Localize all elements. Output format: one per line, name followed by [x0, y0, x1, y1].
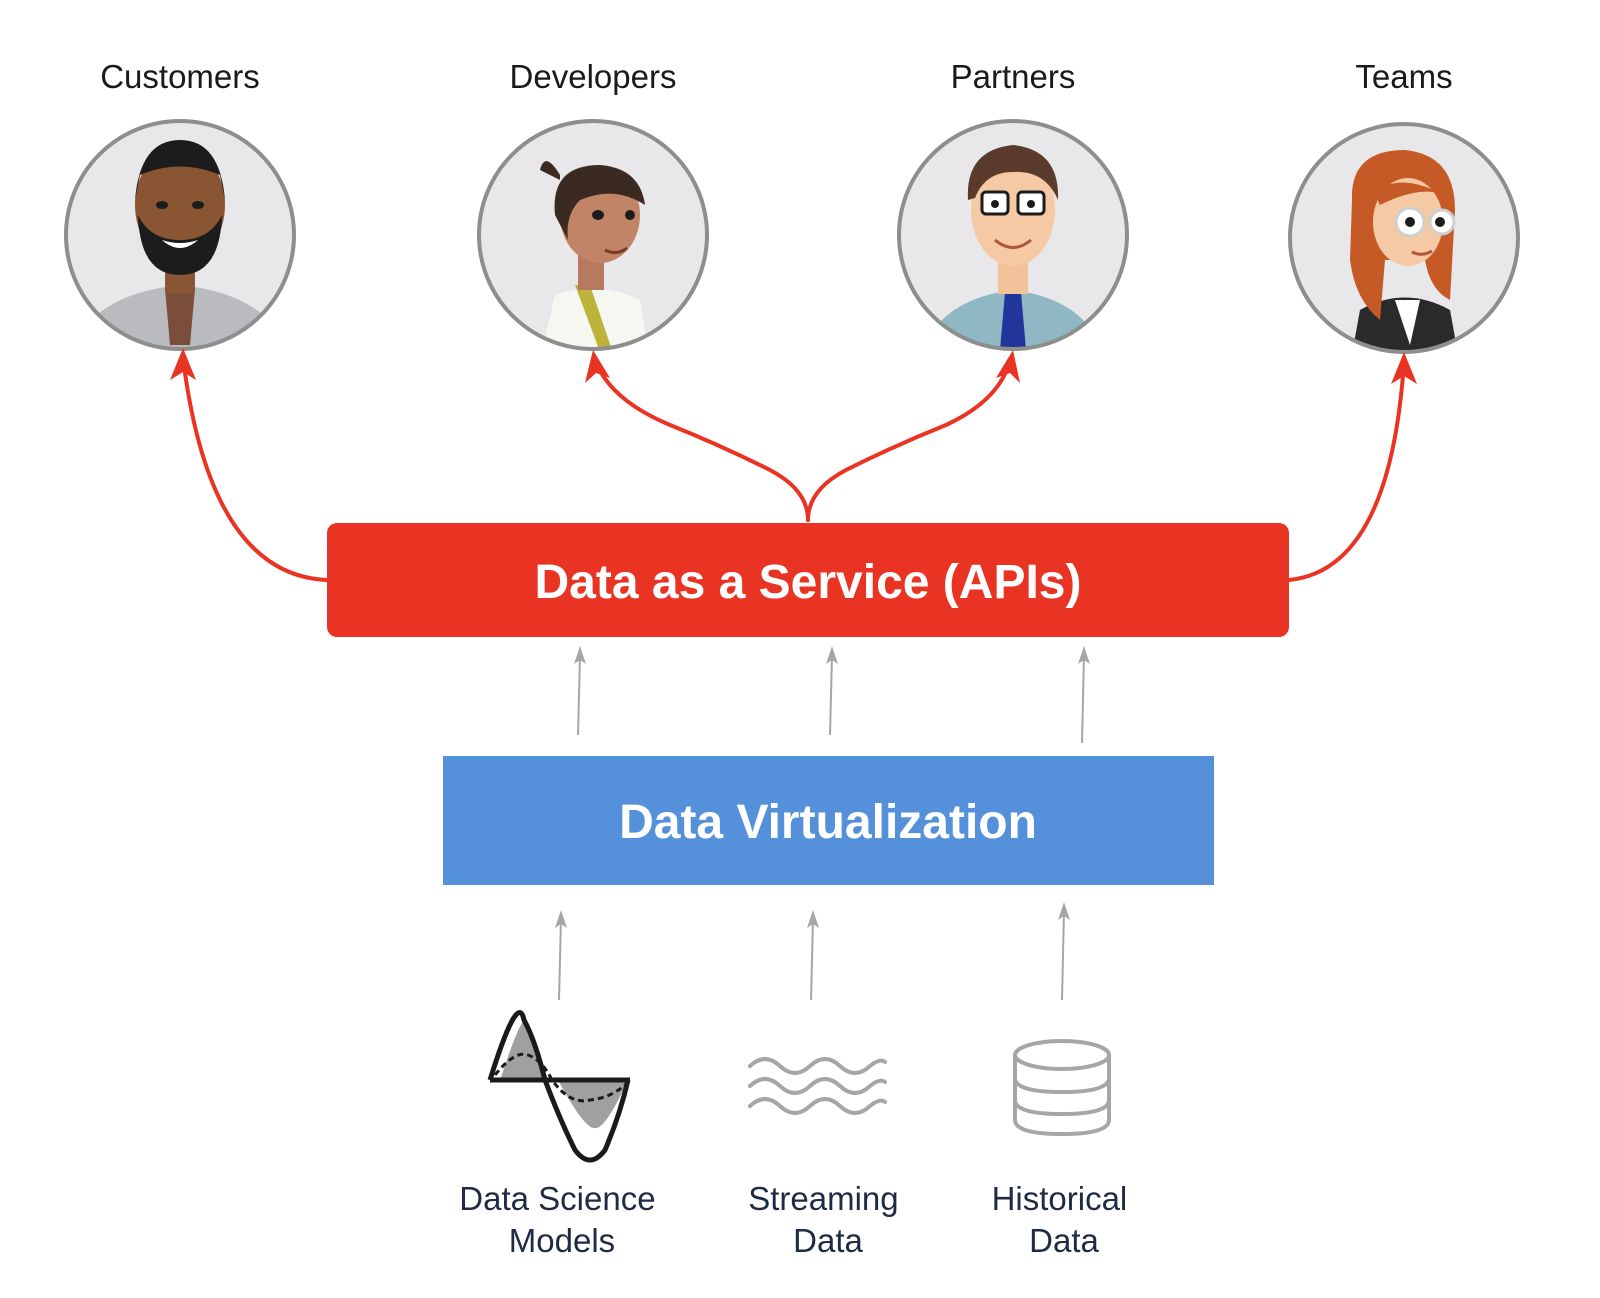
arrow-to-customers [181, 356, 329, 582]
arrowhead-customers [170, 348, 196, 380]
sv-arrow-2 [810, 917, 814, 1001]
audience-label-customers: Customers [100, 58, 260, 95]
source-label-line: Models [509, 1222, 615, 1259]
audience-label-partners: Partners [951, 58, 1076, 95]
source-label-data-science-models: Data Science Models [459, 1180, 664, 1259]
vs-arrow-2 [829, 654, 833, 736]
source-to-virtualization-arrows [558, 909, 1065, 1001]
arrow-to-teams [1287, 360, 1406, 582]
avatar-customers [64, 119, 296, 351]
source-label-line: Streaming [748, 1180, 898, 1217]
vs-arrow-3 [1081, 654, 1085, 744]
sv-arrow-1 [558, 917, 562, 1001]
service-box-label: Data as a Service (APIs) [535, 556, 1082, 609]
virtualization-box-label: Data Virtualization [619, 796, 1037, 849]
arrowhead-teams [1391, 352, 1417, 384]
source-label-historical-data: Historical Data [992, 1180, 1137, 1259]
source-label-line: Data [1029, 1222, 1099, 1259]
sine-wave-icon [487, 1010, 631, 1163]
arrowhead-developers [585, 350, 610, 383]
arrow-to-partners [806, 358, 1012, 522]
arrowheads-gray-lower [555, 902, 1070, 928]
service-to-audience-arrows [181, 356, 1406, 582]
virtualization-to-service-arrows [577, 654, 1085, 744]
arrowheads-red [170, 348, 1417, 384]
sv-arrow-3 [1061, 909, 1065, 1001]
audience-label-developers: Developers [510, 58, 677, 95]
avatar-developers [477, 119, 709, 351]
arrowheads-gray-upper [574, 646, 1090, 664]
source-label-streaming-data: Streaming Data [748, 1180, 908, 1259]
source-label-line: Data [793, 1222, 863, 1259]
source-label-line: Historical [992, 1180, 1128, 1217]
service-box: Data as a Service (APIs) [327, 523, 1289, 637]
arrow-to-developers [593, 358, 810, 522]
avatar-teams [1288, 122, 1520, 354]
avatar-partners [897, 119, 1129, 351]
audience-label-teams: Teams [1355, 58, 1452, 95]
arrowhead-partners [996, 350, 1020, 383]
source-label-line: Data Science [459, 1180, 655, 1217]
virtualization-box: Data Virtualization [443, 756, 1214, 885]
database-icon [1013, 1039, 1111, 1137]
vs-arrow-1 [577, 654, 581, 736]
waves-icon [748, 1057, 887, 1115]
